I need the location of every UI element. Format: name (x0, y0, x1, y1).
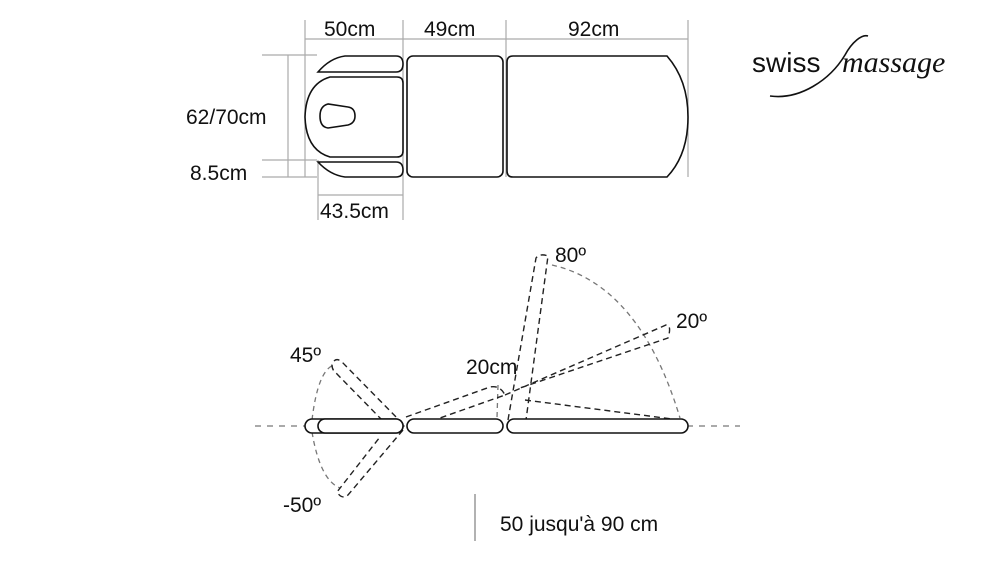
back-20-position (504, 324, 671, 396)
top-view-dimensions (262, 20, 689, 220)
middle-lifted-position (405, 385, 506, 419)
table-top-view (304, 55, 689, 178)
head-up-arc (311, 364, 335, 421)
head-down-arc (311, 431, 341, 489)
armrest-bottom (316, 161, 404, 178)
label-lift: 20cm (466, 356, 517, 379)
table-side-view (255, 254, 740, 541)
label-back-angle: 80º (555, 244, 586, 267)
dim-label-table-width: 62/70cm (186, 106, 267, 129)
back-section (506, 55, 689, 178)
face-hole (319, 103, 356, 129)
armrest-top (316, 55, 404, 73)
head-segment (317, 418, 404, 434)
label-leg-angle: 20º (676, 310, 707, 333)
logo-text-massage: massage (842, 46, 945, 79)
back-tilt-line (524, 399, 681, 421)
dim-label-middle-width: 49cm (424, 18, 475, 41)
head-down-position (336, 429, 404, 498)
dim-label-head-width: 50cm (324, 18, 375, 41)
label-head-down-angle: -50º (283, 494, 321, 517)
middle-segment (406, 418, 504, 434)
back-80-position (507, 254, 549, 421)
dim-label-back-width: 92cm (568, 18, 619, 41)
swiss-massage-logo: swiss massage (752, 34, 945, 98)
dim-label-head-length: 43.5cm (320, 200, 389, 223)
back-arc (551, 264, 681, 419)
back-segment (506, 418, 689, 434)
middle-section (406, 55, 504, 178)
logo-text-swiss: swiss (752, 47, 820, 78)
lift-arc (496, 384, 499, 419)
head-up-position (331, 358, 404, 425)
label-head-up-angle: 45º (290, 344, 321, 367)
logo-swoosh (769, 34, 869, 98)
label-height-range: 50 jusqu'à 90 cm (500, 513, 658, 536)
dim-label-armrest-width: 8.5cm (190, 162, 247, 185)
